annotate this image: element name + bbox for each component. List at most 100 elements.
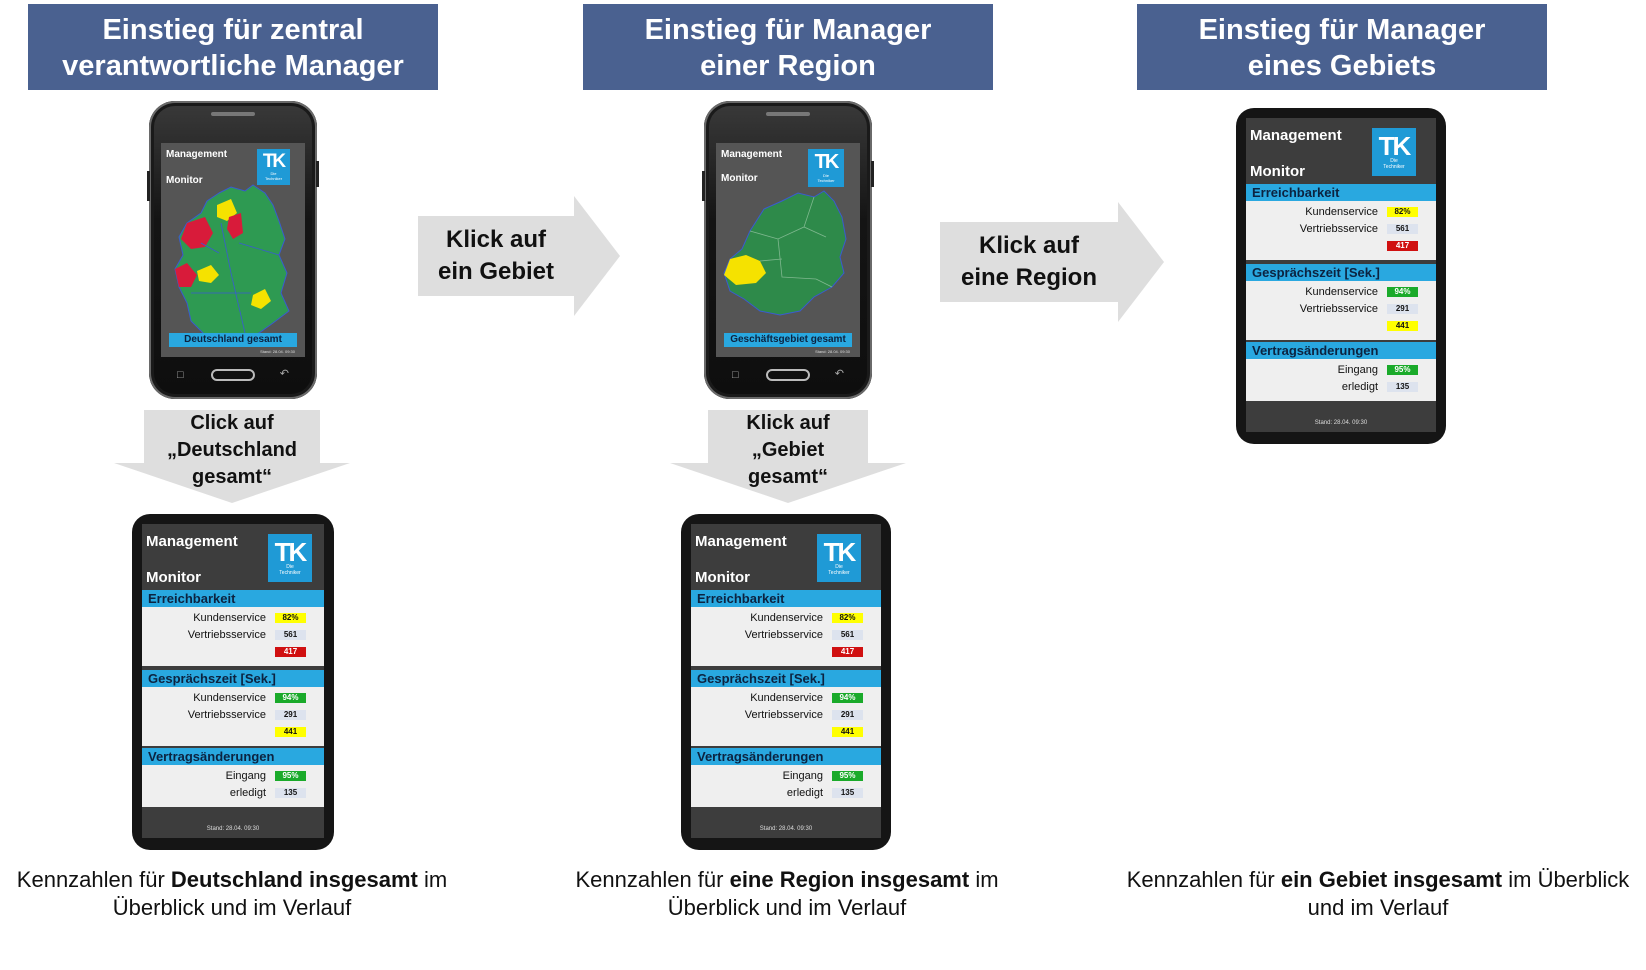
kpi-row[interactable]: 417 — [142, 646, 324, 659]
kpi-row[interactable]: 441 — [1246, 320, 1436, 333]
kpi-label: Kundenservice — [193, 612, 266, 624]
section-header[interactable]: Vertragsänderungen — [142, 748, 324, 765]
kpi-row[interactable]: erledigt 135 — [142, 787, 324, 800]
kpi-row[interactable]: Vertriebsservice 561 — [142, 629, 324, 642]
screen-title-line1: Management — [1250, 127, 1342, 144]
kpi-value: 135 — [275, 788, 306, 798]
kpi-label: Vertriebsservice — [187, 629, 266, 641]
section-header[interactable]: Vertragsänderungen — [1246, 342, 1436, 359]
kpi-value: 561 — [832, 630, 863, 640]
kpi-row[interactable]: Vertriebsservice 291 — [142, 709, 324, 722]
kpi-value: 82% — [1387, 207, 1418, 217]
kpi-value: 291 — [275, 710, 306, 720]
section-header[interactable]: Gesprächszeit [Sek.] — [1246, 264, 1436, 281]
section-header[interactable]: Erreichbarkeit — [142, 590, 324, 607]
arrow-click-germany-total-label: Click auf „Deutschland gesamt“ — [166, 412, 298, 488]
kpi-value: 94% — [832, 693, 863, 703]
section-header[interactable]: Erreichbarkeit — [1246, 184, 1436, 201]
screen-title-line2: Monitor — [146, 569, 201, 586]
kpi-value: 417 — [832, 647, 863, 657]
kpi-value: 135 — [1387, 382, 1418, 392]
home-button — [211, 369, 255, 381]
kpi-label: Kundenservice — [750, 612, 823, 624]
section-header[interactable]: Vertragsänderungen — [691, 748, 881, 765]
kpi-label: erledigt — [229, 787, 266, 799]
screen-title-line1: Management — [166, 149, 228, 160]
kpi-value: 441 — [832, 727, 863, 737]
kpi-value: 82% — [275, 613, 306, 623]
kpi-value: 561 — [275, 630, 306, 640]
germany-total-button[interactable]: Deutschland gesamt — [169, 333, 297, 347]
area-total-button[interactable]: Geschäftsgebiet gesamt — [724, 333, 852, 347]
kpi-row[interactable]: Vertriebsservice 561 — [691, 629, 881, 642]
kpi-value: 95% — [832, 771, 863, 781]
kpi-row[interactable]: 417 — [1246, 240, 1436, 253]
arrow-click-germany-total: Click auf „Deutschland gesamt“ — [114, 410, 350, 503]
kpi-label: Vertriebsservice — [187, 709, 266, 721]
kpi-label: Kundenservice — [750, 692, 823, 704]
screen-title-line1: Management — [146, 533, 238, 550]
kpi-row[interactable]: 441 — [691, 726, 881, 739]
arrow-click-area-total: Klick auf „Gebiet gesamt“ — [670, 410, 906, 503]
section-header[interactable]: Gesprächszeit [Sek.] — [691, 670, 881, 687]
screen-title-line2: Monitor — [695, 569, 750, 586]
timestamp: Stand: 28.04. 09:30 — [260, 349, 295, 354]
screen-title-line2: Monitor — [721, 173, 758, 184]
arrow-click-area-total-label: Klick auf „Gebiet gesamt“ — [746, 412, 830, 488]
kpi-label: erledigt — [786, 787, 823, 799]
kpi-row[interactable]: Kundenservice 94% — [691, 692, 881, 705]
timestamp: Stand: 28.04. 09:30 — [759, 826, 813, 832]
header-central: Einstieg für zentral verantwortliche Man… — [28, 4, 438, 90]
arrow-click-area-label: Klick auf ein Gebiet — [437, 226, 555, 285]
kpi-label: Vertriebsservice — [1299, 303, 1378, 315]
arrow-click-region-label: Klick auf eine Region — [960, 232, 1098, 291]
arrow-click-region: Klick auf eine Region — [940, 202, 1164, 322]
kpi-label: Eingang — [782, 770, 823, 782]
kpi-label: Vertriebsservice — [744, 709, 823, 721]
germany-map[interactable] — [161, 183, 305, 353]
kpi-value: 441 — [275, 727, 306, 737]
kpi-label: Kundenservice — [193, 692, 266, 704]
arrow-click-area: Klick auf ein Gebiet — [418, 196, 620, 316]
section-body: Kundenservice 82% Vertriebsservice 561 417 — [142, 607, 324, 666]
kpi-row[interactable]: 441 — [142, 726, 324, 739]
kpi-row[interactable]: 417 — [691, 646, 881, 659]
kpi-value: 561 — [1387, 224, 1418, 234]
region-map[interactable] — [716, 187, 860, 337]
speaker — [766, 112, 810, 116]
kpi-label: Vertriebsservice — [744, 629, 823, 641]
home-button — [766, 369, 810, 381]
caption-germany: Kennzahlen für Deutschland insgesamt im … — [16, 867, 448, 920]
kpi-label: Eingang — [225, 770, 266, 782]
kpi-row[interactable]: Kundenservice 82% — [142, 612, 324, 625]
section-header[interactable]: Gesprächszeit [Sek.] — [142, 670, 324, 687]
header-area: Einstieg für Manager eines Gebiets — [1137, 4, 1547, 90]
section-header[interactable]: Erreichbarkeit — [691, 590, 881, 607]
kpi-row[interactable]: Eingang 95% — [691, 770, 881, 783]
kpi-value: 94% — [1387, 287, 1418, 297]
